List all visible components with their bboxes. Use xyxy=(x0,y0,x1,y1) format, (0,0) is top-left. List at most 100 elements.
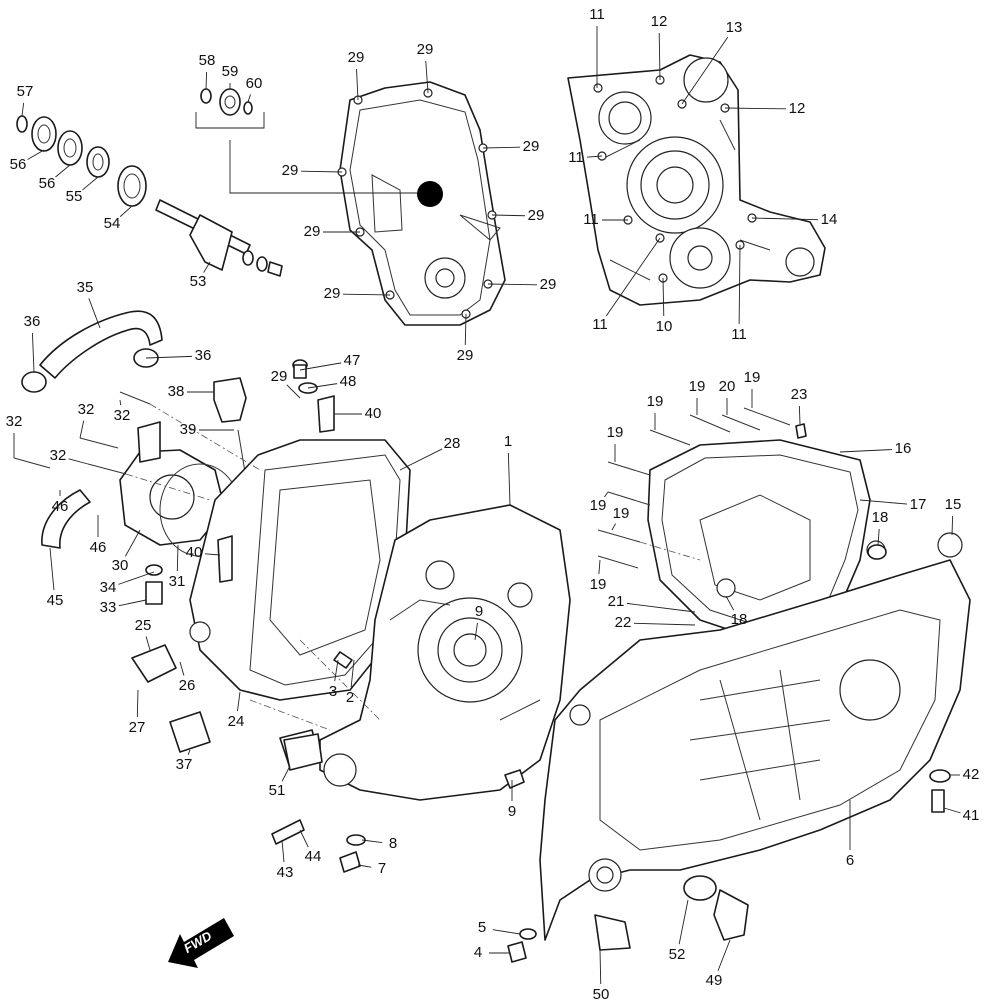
leader-line xyxy=(55,164,71,178)
leader-line xyxy=(299,829,309,848)
callout-label: 24 xyxy=(228,713,245,730)
callout-label: 54 xyxy=(104,215,121,232)
leader-line xyxy=(145,355,193,359)
callout-label: 5 xyxy=(478,919,486,936)
callout-label: 33 xyxy=(100,599,117,616)
leader-line xyxy=(204,553,221,556)
callout-label: 52 xyxy=(669,946,686,963)
leader-line xyxy=(247,94,251,103)
leader-line xyxy=(724,107,787,110)
leader-line xyxy=(124,529,141,557)
leader-line xyxy=(681,36,729,105)
callout-label: 56 xyxy=(39,175,56,192)
callout-label: 6 xyxy=(846,852,854,869)
leader-line xyxy=(361,839,383,844)
leader-line xyxy=(203,261,211,273)
water-pump-cover xyxy=(119,377,247,557)
transmission-case xyxy=(539,559,971,941)
callout-label: 12 xyxy=(789,100,806,117)
leader-line xyxy=(281,765,291,782)
leader-line xyxy=(300,170,343,173)
callout-label: 4 xyxy=(474,944,482,961)
callout-label: 29 xyxy=(324,285,341,302)
leader-line xyxy=(82,176,99,191)
callout-label: 3 xyxy=(329,683,337,700)
leader-line xyxy=(507,452,511,506)
leader-line xyxy=(21,102,25,117)
leader-line xyxy=(187,749,191,755)
leader-line xyxy=(492,929,521,935)
callout-label: 25 xyxy=(135,617,152,634)
callout-label: 11 xyxy=(589,6,605,23)
alignment-lines xyxy=(125,403,701,731)
leader-line xyxy=(136,689,139,718)
callout-label: 47 xyxy=(344,352,361,369)
leader-line xyxy=(286,384,301,399)
callout-label: 21 xyxy=(608,593,625,610)
bolt-set xyxy=(13,391,791,569)
leader-line xyxy=(604,491,609,498)
leader-line xyxy=(586,155,603,158)
leader-line xyxy=(859,499,908,505)
leader-line xyxy=(474,622,478,641)
leader-line xyxy=(678,899,689,945)
callout-label: 40 xyxy=(365,405,382,422)
leader-line xyxy=(399,448,443,471)
callout-label: 18 xyxy=(731,611,748,628)
callout-label: 29 xyxy=(523,138,540,155)
leader-line xyxy=(839,449,893,453)
callout-label: 29 xyxy=(417,41,434,58)
leader-line xyxy=(951,515,954,536)
callout-label: 56 xyxy=(10,156,27,173)
callout-label: 13 xyxy=(726,19,743,36)
leader-line xyxy=(79,420,85,439)
callout-label: 19 xyxy=(590,576,607,593)
callout-label: 31 xyxy=(169,573,186,590)
callout-label: 50 xyxy=(593,986,610,1003)
callout-label: 55 xyxy=(66,188,83,205)
callout-label: 7 xyxy=(378,860,386,877)
leader-line xyxy=(88,298,101,329)
leader-line xyxy=(877,528,880,546)
leader-line xyxy=(599,949,602,985)
leader-line xyxy=(943,807,961,814)
callout-label: 29 xyxy=(457,347,474,364)
callout-label: 32 xyxy=(50,447,67,464)
leader-line xyxy=(205,71,208,90)
callout-label: 16 xyxy=(895,440,912,457)
callout-label: 17 xyxy=(910,496,927,513)
leader-line xyxy=(717,939,731,971)
callout-label: 9 xyxy=(475,603,483,620)
callout-label: 22 xyxy=(615,614,632,631)
leader-line xyxy=(633,622,696,626)
small-hardware xyxy=(145,359,951,963)
leader-line xyxy=(357,864,372,868)
water-pump-shaft-group xyxy=(16,88,283,277)
callout-label: 20 xyxy=(719,378,736,395)
callout-label: 51 xyxy=(269,782,286,799)
callout-label: 32 xyxy=(114,407,131,424)
callout-label: 48 xyxy=(340,373,357,390)
callout-label: 58 xyxy=(199,52,216,69)
callout-label: 11 xyxy=(568,149,584,166)
callout-label: 53 xyxy=(190,273,207,290)
leader-line xyxy=(751,217,819,221)
leader-line xyxy=(49,547,55,591)
callout-label: 2 xyxy=(346,689,354,706)
leader-line xyxy=(487,283,538,286)
leader-line xyxy=(119,399,122,406)
callout-label: 9 xyxy=(508,803,516,820)
callout-label: 27 xyxy=(129,719,146,736)
callout-label: 32 xyxy=(6,413,23,430)
callout-label: 1 xyxy=(504,433,512,450)
callout-label: 19 xyxy=(647,393,664,410)
callout-label: 43 xyxy=(277,864,294,881)
leader-lines xyxy=(13,26,961,985)
callout-label: 60 xyxy=(246,75,263,92)
callout-label: 35 xyxy=(77,279,94,296)
callout-label: 26 xyxy=(179,677,196,694)
reference-dot xyxy=(417,181,443,207)
callout-label: 38 xyxy=(168,383,185,400)
callout-label: 40 xyxy=(186,544,203,561)
